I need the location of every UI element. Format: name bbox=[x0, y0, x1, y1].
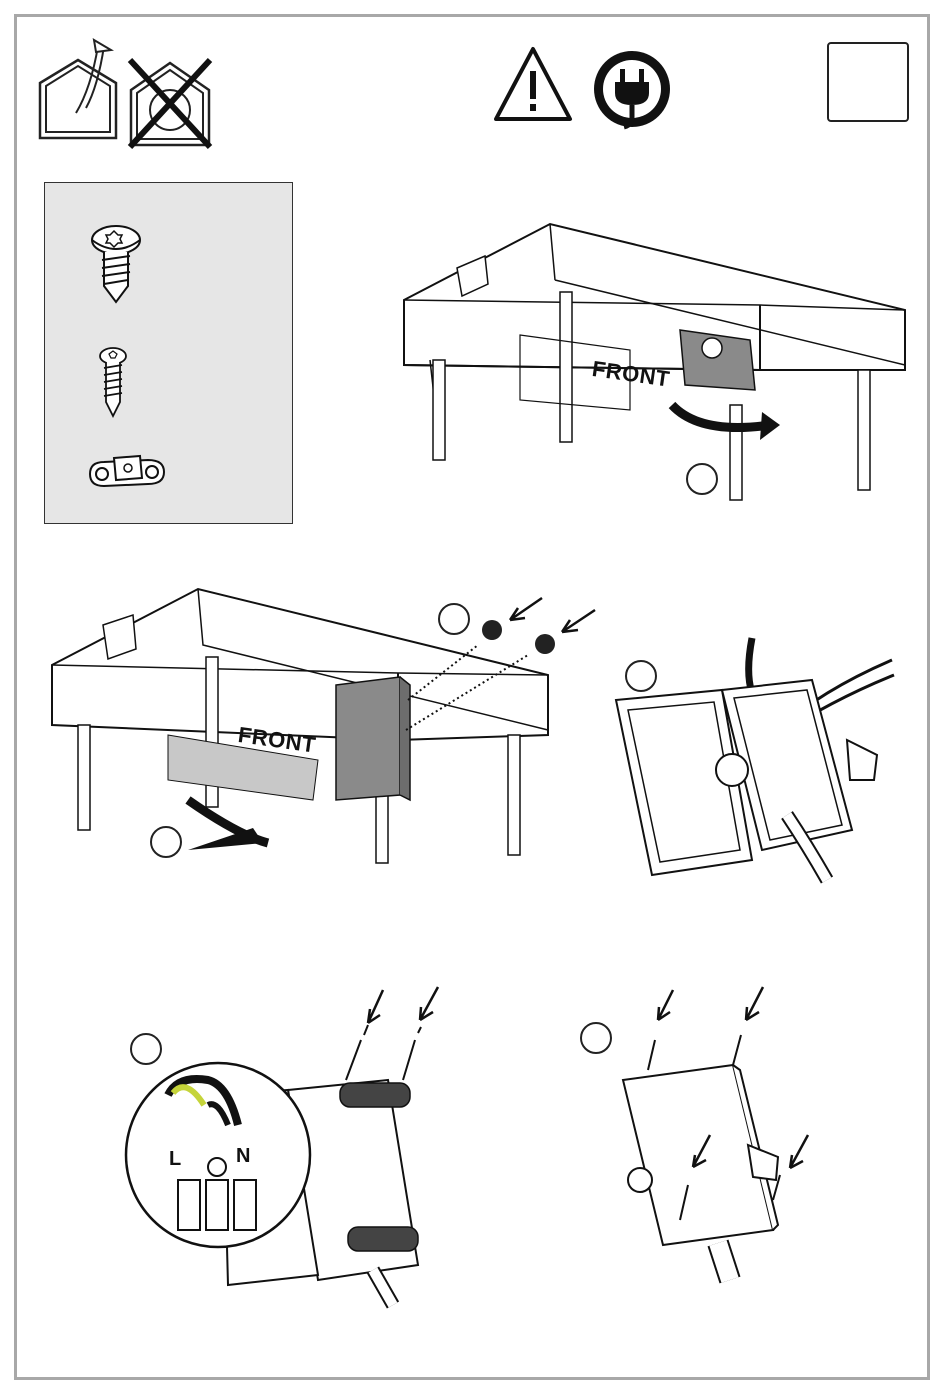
power-plug-icon bbox=[590, 47, 674, 131]
step-number-1 bbox=[686, 463, 718, 495]
step-number-2 bbox=[438, 603, 470, 635]
self-tapping-screw-icon bbox=[95, 346, 135, 418]
warning-triangle-icon bbox=[492, 45, 574, 123]
terminal-label-n: N bbox=[236, 1145, 250, 1168]
terminal-label-l: L bbox=[169, 1148, 181, 1171]
torx-screw-icon bbox=[88, 222, 148, 307]
cable-clamp-icon bbox=[82, 448, 172, 496]
house-arrow-icon bbox=[36, 38, 121, 143]
crossed-house-icon bbox=[125, 55, 217, 150]
terminal-wiring-drawing bbox=[118, 985, 448, 1305]
bolt-arrows bbox=[470, 592, 600, 662]
step-number-6 bbox=[580, 1022, 612, 1054]
closed-junction-box-drawing bbox=[618, 985, 818, 1285]
page-number-box bbox=[827, 42, 909, 122]
step-number-4 bbox=[625, 660, 657, 692]
open-junction-box-drawing bbox=[612, 630, 912, 885]
step-number-3 bbox=[150, 826, 182, 858]
step-number-5 bbox=[130, 1033, 162, 1065]
